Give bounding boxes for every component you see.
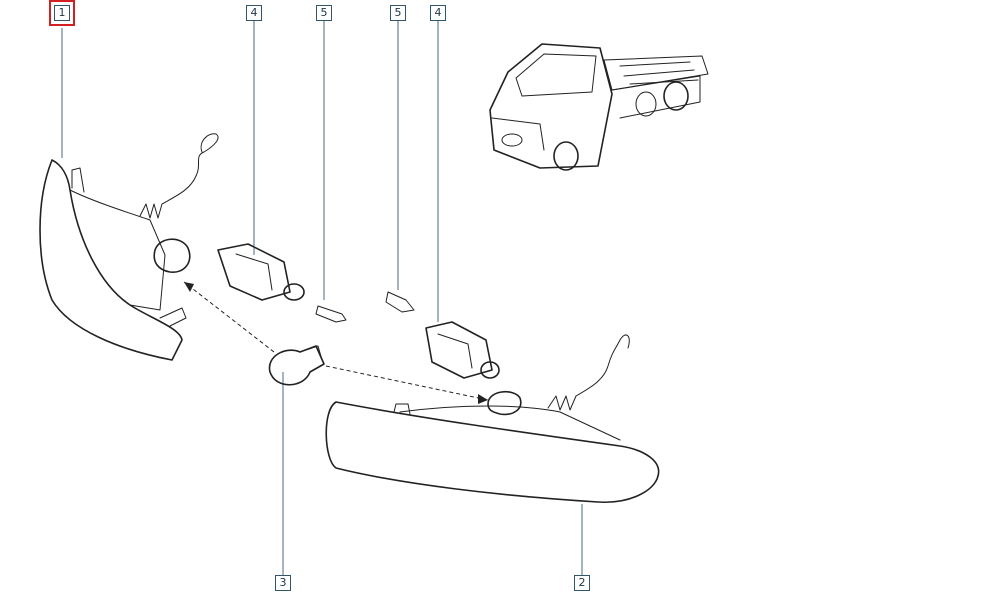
terminal-left <box>315 305 347 323</box>
callout-5-right[interactable]: 5 <box>390 5 406 21</box>
left-lamp-lens <box>39 159 183 361</box>
callout-5-left[interactable]: 5 <box>316 5 332 21</box>
callout-4-right[interactable]: 4 <box>430 5 446 21</box>
vehicle-middle-wheel <box>635 91 657 117</box>
right-lamp-housing <box>399 405 621 441</box>
connector-left-body <box>217 243 291 301</box>
terminal-right <box>385 291 415 313</box>
terminal-left-body <box>315 305 347 323</box>
right-lamp-wire <box>575 334 630 397</box>
left-lamp-grommet <box>139 203 163 219</box>
right-lamp-lens <box>325 401 660 503</box>
vehicle-chassis-crossmembers <box>619 61 699 85</box>
bulb <box>268 345 325 386</box>
right-lamp-socket <box>487 391 522 416</box>
vehicle-bonnet-line <box>491 117 545 151</box>
connector-right <box>425 321 500 379</box>
right-lamp-clip <box>393 403 411 415</box>
vehicle-chassis-top <box>603 55 709 91</box>
connector-right-detail <box>437 333 473 369</box>
callout-4-left[interactable]: 4 <box>246 5 262 21</box>
arrow-head-left <box>184 282 194 292</box>
vehicle-cab <box>489 43 613 169</box>
connector-right-body <box>425 321 493 379</box>
left-lamp-clip-top <box>71 167 85 193</box>
vehicle-illustration <box>489 43 709 171</box>
left-lamp-wire <box>161 133 219 205</box>
bulb-base <box>305 345 323 361</box>
right-lamp-grommet <box>547 395 577 411</box>
callout-2[interactable]: 2 <box>574 575 590 591</box>
left-indicator-lamp <box>39 133 219 361</box>
callout-1[interactable]: 1 <box>49 0 75 26</box>
connector-left <box>217 243 305 301</box>
left-lamp-socket <box>153 238 191 273</box>
bulb-glass <box>268 345 325 386</box>
arrow-head-right <box>478 394 488 404</box>
left-lamp-housing <box>69 189 166 311</box>
connector-left-end <box>283 283 305 301</box>
assembly-arrows <box>183 281 489 404</box>
vehicle-rear-wheel <box>663 81 689 111</box>
callout-3[interactable]: 3 <box>275 575 291 591</box>
vehicle-windscreen <box>515 53 597 97</box>
terminal-right-body <box>385 291 415 313</box>
left-lamp-clip-bottom <box>159 307 187 327</box>
vehicle-headlight <box>501 133 523 147</box>
dashed-arrow-right <box>325 365 489 401</box>
dashed-arrow-left <box>183 281 275 353</box>
vehicle-front-wheel <box>553 141 579 171</box>
connector-left-detail <box>235 253 273 291</box>
connector-right-end <box>480 361 500 379</box>
leader-lines <box>61 20 583 576</box>
right-indicator-lamp <box>325 334 660 503</box>
vehicle-chassis-rail <box>611 75 701 119</box>
